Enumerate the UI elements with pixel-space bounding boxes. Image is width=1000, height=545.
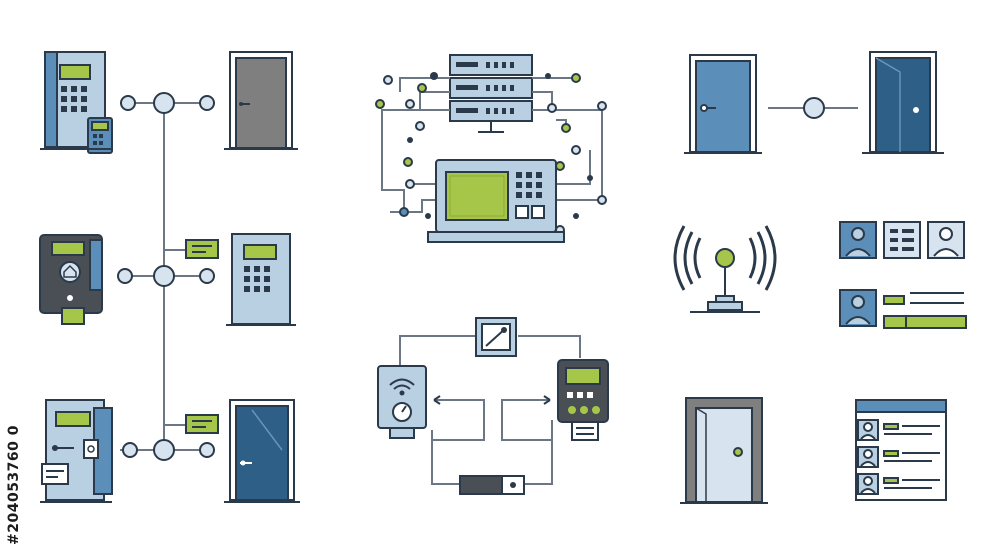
antenna-icon [673, 225, 777, 313]
control-panel-icon [427, 159, 565, 243]
node-row-3 [120, 414, 219, 461]
id-card-icon [839, 221, 967, 329]
closed-door-icon [684, 54, 762, 154]
blue-door-icon [224, 399, 300, 503]
keypad-reader-icon [40, 51, 113, 154]
keypad-door-icon [226, 233, 296, 326]
gray-door-icon [224, 51, 298, 150]
fingerprint-reader-icon [557, 359, 609, 441]
card-reader-icon [39, 234, 103, 325]
switch-icon [475, 317, 517, 357]
controller-box-icon [459, 475, 525, 495]
glass-door-icon [680, 397, 768, 504]
open-door-icon [862, 51, 944, 154]
door-link [768, 97, 858, 119]
wireless-reader-icon [377, 365, 427, 439]
node-row-1 [120, 92, 215, 114]
lock-panel-icon [40, 399, 113, 503]
node-row-2 [117, 239, 219, 287]
stock-image-id: #204053760 0 [6, 424, 22, 545]
employee-list-icon [855, 399, 947, 501]
server-icon [449, 54, 533, 133]
